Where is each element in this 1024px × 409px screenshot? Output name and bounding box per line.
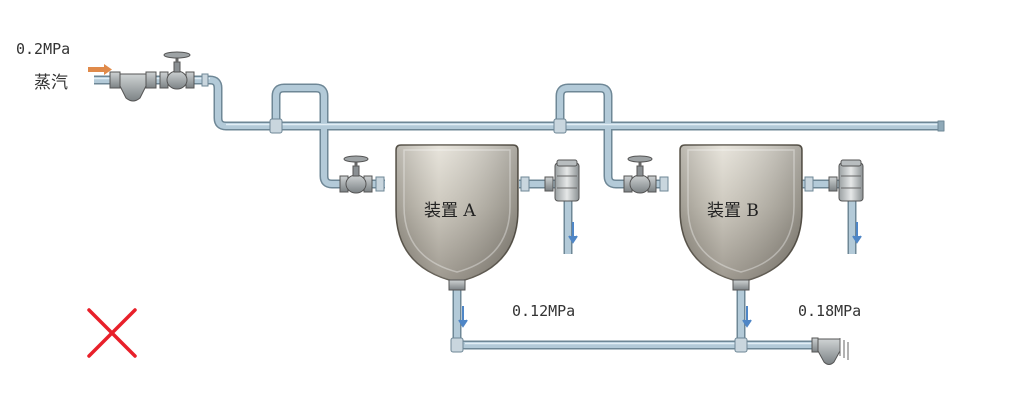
vessel-a-drain-pressure-label: 0.12MPa <box>512 302 576 320</box>
flow-arrow-down-icon <box>852 222 862 244</box>
inlet-flow-arrow-icon <box>88 64 112 75</box>
vessel-a <box>395 144 519 291</box>
cross-mark-icon <box>87 308 137 358</box>
vessel-b-steam-trap-icon <box>828 159 864 202</box>
y-strainer-icon <box>109 71 157 102</box>
vessel-b-drain-pressure-label: 0.18MPa <box>798 302 862 320</box>
inlet-globe-valve-icon <box>159 51 195 90</box>
vessel-a-label: 装置 A <box>424 201 476 221</box>
vessel-b-inlet-valve-icon <box>623 155 657 194</box>
vessel-b <box>679 144 803 291</box>
flow-arrow-down-icon <box>568 222 578 244</box>
branch-a-loop <box>271 83 385 189</box>
flow-arrow-down-icon <box>458 306 468 328</box>
flow-arrow-down-icon <box>742 306 752 328</box>
inlet-pipe <box>94 75 942 131</box>
vessel-a-inlet-valve-icon <box>339 155 373 194</box>
inlet-medium-label: 蒸汽 <box>34 73 68 93</box>
drain-header <box>452 285 815 350</box>
inlet-pressure-label: 0.2MPa <box>16 40 71 58</box>
vessel-b-label: 装置 B <box>707 201 759 221</box>
drain-strainer-icon <box>811 337 849 365</box>
flow-arrows <box>458 222 862 328</box>
vessel-a-steam-trap-icon <box>544 159 580 202</box>
